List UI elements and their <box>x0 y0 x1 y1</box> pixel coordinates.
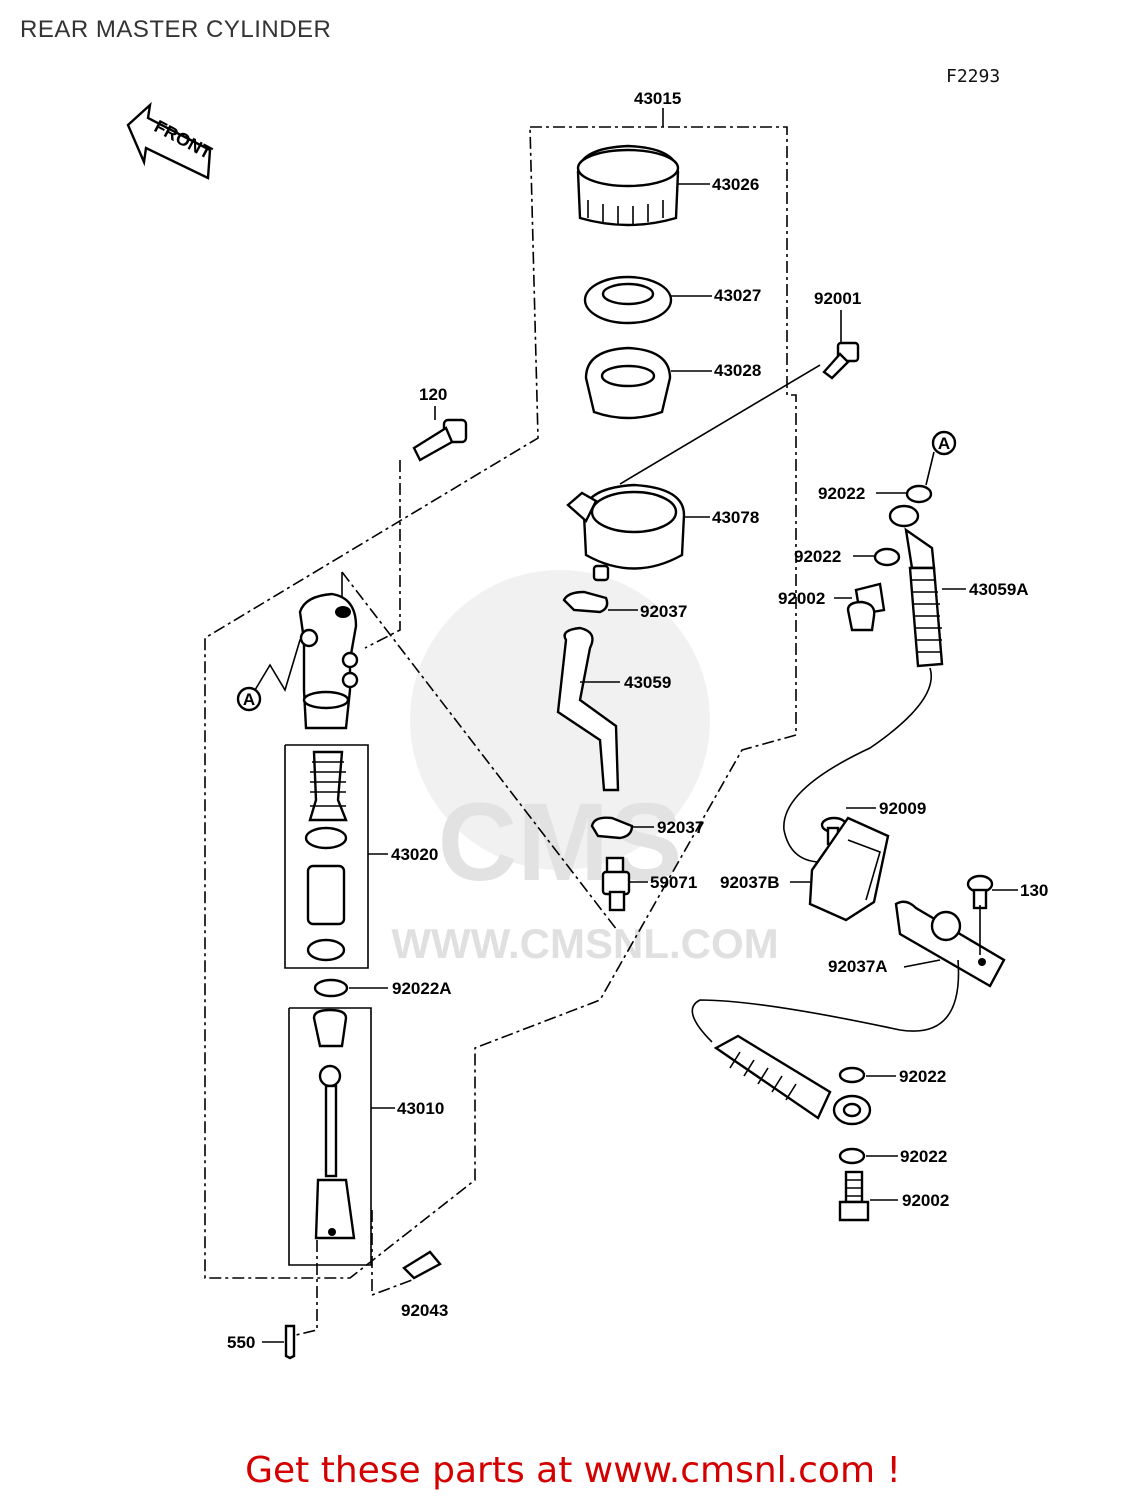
part-label-43015: 43015 <box>634 89 681 108</box>
part-label-92002-upper: 92002 <box>778 589 825 608</box>
reservoir <box>566 483 686 582</box>
part-label-43028: 43028 <box>714 361 761 380</box>
part-label-92022-upper-b: 92022 <box>794 547 841 566</box>
part-label-92037A: 92037A <box>828 957 888 976</box>
brake-hose <box>783 504 944 863</box>
part-label-43059A: 43059A <box>969 580 1029 599</box>
ref-mark-right-letter: A <box>938 434 950 453</box>
banjo-bolt-upper <box>846 582 886 632</box>
part-label-92037B: 92037B <box>720 873 780 892</box>
part-label-59071: 59071 <box>650 873 697 892</box>
clevis-pin <box>402 1250 442 1280</box>
page-title: REAR MASTER CYLINDER <box>20 16 332 43</box>
lower-hose <box>691 959 960 1126</box>
part-label-43020: 43020 <box>391 845 438 864</box>
hose-clamp-b <box>808 816 890 922</box>
part-label-92009: 92009 <box>879 799 926 818</box>
exploded-diagram: CMS WWW.CMSNL.COM FRONT <box>126 89 1048 1360</box>
part-label-92002-lower: 92002 <box>902 1191 949 1210</box>
piston-kit <box>304 750 348 962</box>
part-label-92043: 92043 <box>401 1301 448 1320</box>
watermark-logo-circle <box>410 570 710 870</box>
cotter-pin <box>284 1324 296 1360</box>
part-label-43010: 43010 <box>397 1099 444 1118</box>
part-label-43059: 43059 <box>624 673 671 692</box>
part-label-43026: 43026 <box>712 175 759 194</box>
washers-upper <box>873 484 933 567</box>
washers-lower <box>838 1066 866 1165</box>
watermark-logo-text: CMS <box>438 781 682 904</box>
part-label-550: 550 <box>227 1333 255 1352</box>
master-cylinder-body <box>298 592 359 730</box>
part-label-43027: 43027 <box>714 286 761 305</box>
hose-clip-lower <box>590 816 634 840</box>
hose-fitting <box>601 856 631 912</box>
push-rod-assembly <box>312 1008 356 1240</box>
part-label-92037-upper: 92037 <box>640 602 687 621</box>
hose-clamp-a <box>894 900 1006 988</box>
part-label-92022-upper-a: 92022 <box>818 484 865 503</box>
ref-mark-left-letter: A <box>243 690 255 709</box>
ref-mark-left: A <box>236 686 262 712</box>
part-label-120: 120 <box>419 385 447 404</box>
ref-mark-right: A <box>925 430 957 486</box>
part-label-130: 130 <box>1020 881 1048 900</box>
circlip <box>313 978 349 998</box>
part-label-92001: 92001 <box>814 289 861 308</box>
watermark: CMS WWW.CMSNL.COM <box>391 570 779 967</box>
front-arrow: FRONT <box>126 101 215 180</box>
part-label-92022-lower-b: 92022 <box>900 1147 947 1166</box>
diaphragm-plate <box>583 275 673 325</box>
part-label-92022A: 92022A <box>392 979 452 998</box>
diaphragm <box>584 346 672 420</box>
watermark-url: WWW.CMSNL.COM <box>391 920 778 967</box>
reservoir-cap <box>576 144 680 227</box>
footer-link[interactable]: Get these parts at www.cmsnl.com ! <box>245 1450 901 1491</box>
part-label-92037-lower: 92037 <box>657 818 704 837</box>
part-labels: 43015 43026 43027 43028 92001 120 43078 … <box>227 89 1048 1352</box>
part-label-43078: 43078 <box>712 508 759 527</box>
part-label-92022-lower-a: 92022 <box>899 1067 946 1086</box>
leader-lines <box>262 108 1018 1343</box>
bolt-120 <box>412 418 468 462</box>
figure-code: F2293 <box>946 66 1001 87</box>
bolt-130 <box>966 874 994 910</box>
bolt-92001 <box>822 341 860 380</box>
hose-clip-upper <box>562 590 609 614</box>
assembly-outlines <box>204 126 821 1336</box>
reservoir-hose <box>556 626 620 792</box>
banjo-bolt-lower <box>838 1170 870 1222</box>
